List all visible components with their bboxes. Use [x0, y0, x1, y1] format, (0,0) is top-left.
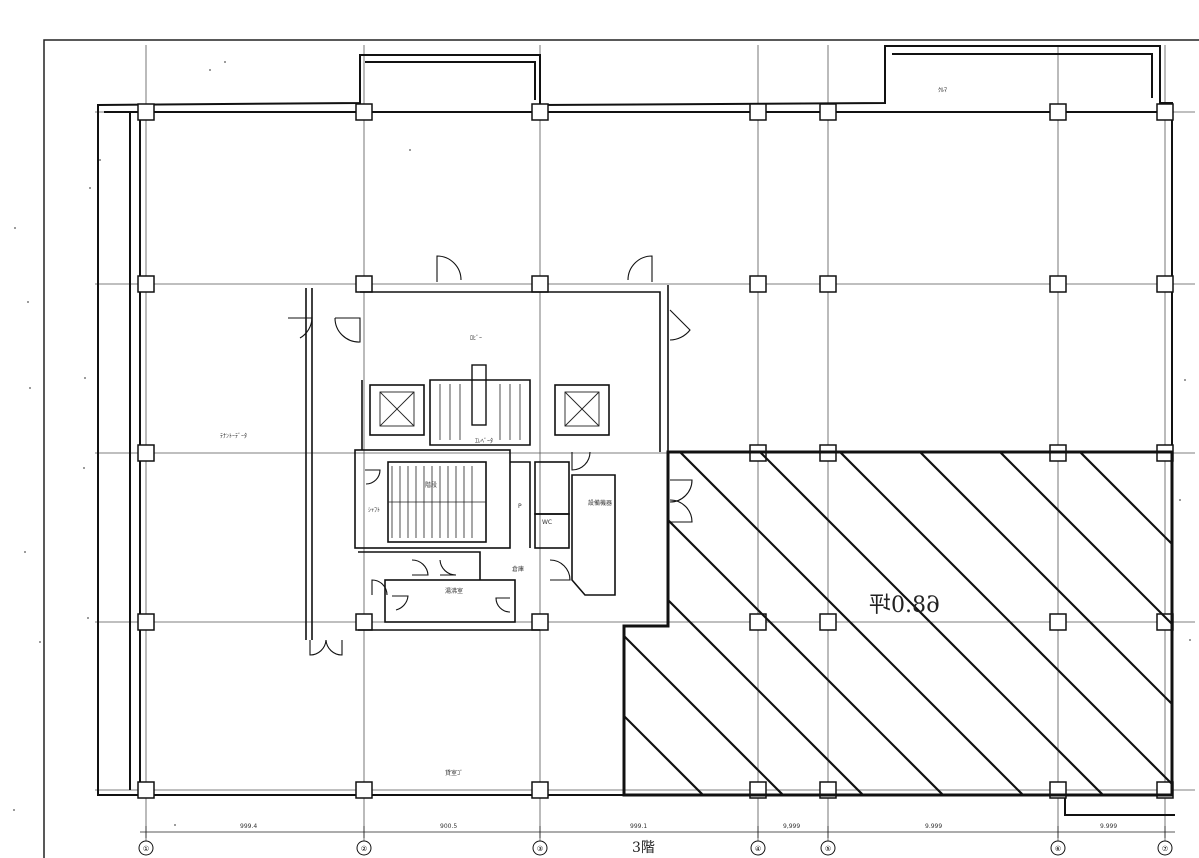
- elevator-x-marks: [379, 391, 600, 427]
- grid-bubble-label: ④: [755, 845, 761, 853]
- grid-bubbles: [138, 840, 1173, 856]
- dimension-label: 9.999: [1100, 823, 1117, 830]
- room-label-elev-hall: ｴﾚﾍﾞｰﾀ: [475, 438, 493, 445]
- room-label-tenant-west: ﾃﾅﾝﾄｰﾃﾞｰﾀ: [220, 433, 247, 440]
- hatched-area: [622, 450, 1174, 797]
- dimension-label: 999.1: [630, 823, 647, 830]
- door-swings: [288, 255, 693, 656]
- floor-label: 3階: [632, 840, 655, 856]
- room-label-east: ｸﾙﾏ: [938, 87, 947, 94]
- core-walls: [305, 285, 669, 640]
- grid-bubble-label: ②: [361, 845, 367, 853]
- dimension-labels: 999.4 900.5 999.1 9,999 9.999 9.999: [240, 823, 1117, 830]
- room-label-stair: 階段: [425, 481, 437, 489]
- room-label-equip: 設備機器: [588, 499, 612, 507]
- scan-specks: [13, 61, 1191, 826]
- area-annotation: 68.0坪: [869, 593, 940, 618]
- room-label-wc: WC: [542, 519, 552, 526]
- room-labels: ｸﾙﾏ ﾛﾋﾞｰ ﾃﾅﾝﾄｰﾃﾞｰﾀ ｴﾚﾍﾞｰﾀ 階段 ｼｬﾌﾄ 設備機器 P…: [220, 87, 947, 777]
- room-label-tenant-south: 貸室ｺﾞ: [445, 769, 463, 777]
- room-label-kitchen: 湯沸室: [445, 587, 463, 595]
- room-label-shaft: ｼｬﾌﾄ: [368, 507, 380, 514]
- shaft-tall: [471, 364, 487, 426]
- room-label-ps: P: [518, 503, 522, 510]
- grid-lines-vertical: [145, 45, 1166, 848]
- dimension-line: [140, 826, 1175, 838]
- dimension-label: 9,999: [783, 823, 800, 830]
- room-label-storage: 倉庫: [512, 565, 524, 573]
- grid-bubble-label: ①: [143, 845, 149, 853]
- stair-treads: [388, 384, 521, 538]
- sheet-frame: [43, 39, 1199, 858]
- grid-bubble-label: ⑦: [1162, 845, 1168, 853]
- room-label-lobby: ﾛﾋﾞｰ: [470, 335, 482, 342]
- grid-bubble-label: ⑥: [1055, 845, 1061, 853]
- grid-bubble-label: ⑤: [825, 845, 831, 853]
- exterior-walls: [97, 45, 1175, 816]
- dimension-label: 9.999: [925, 823, 942, 830]
- dimension-label: 999.4: [240, 823, 257, 830]
- dimension-label: 900.5: [440, 823, 457, 830]
- grid-bubble-label: ③: [537, 845, 543, 853]
